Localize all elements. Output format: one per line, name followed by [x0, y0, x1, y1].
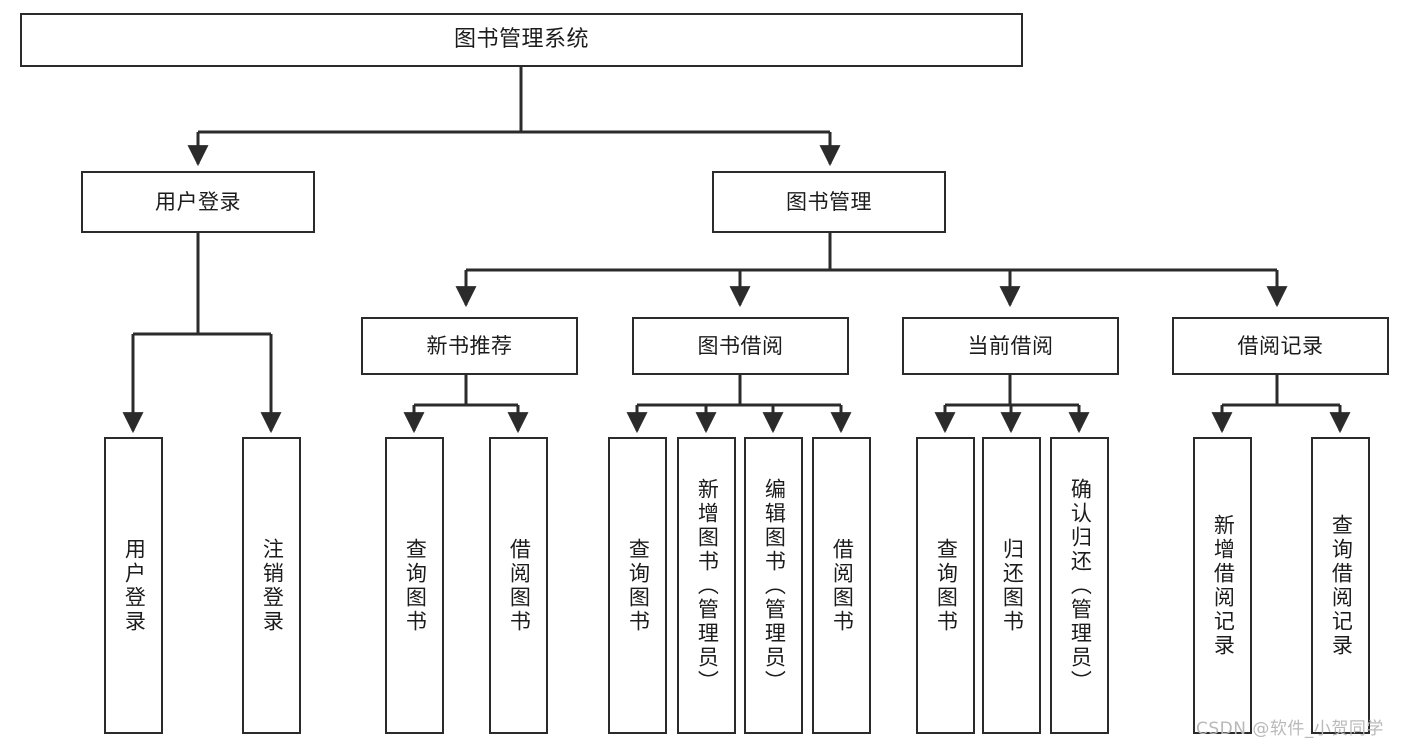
node-leaf-query-book-a-label: 查询图书 [403, 537, 428, 634]
node-new-book-rec-label: 新书推荐 [426, 333, 513, 358]
node-leaf-borrow-book-b-label: 借阅图书 [830, 537, 855, 634]
node-leaf-edit-book-label: 编辑图书（管理员） [762, 477, 787, 694]
node-leaf-query-book-c-label: 查询图书 [934, 537, 959, 634]
node-leaf-confirm-return[interactable]: 确认归还（管理员） [1050, 437, 1109, 734]
node-leaf-user-login[interactable]: 用户登录 [104, 437, 163, 734]
node-leaf-edit-book[interactable]: 编辑图书（管理员） [744, 437, 803, 734]
node-leaf-return-book-label: 归还图书 [1000, 537, 1025, 634]
node-leaf-borrow-book-a-label: 借阅图书 [507, 537, 532, 634]
node-leaf-logout-label: 注销登录 [260, 537, 285, 634]
node-book-borrow[interactable]: 图书借阅 [632, 317, 849, 375]
node-leaf-query-book-b[interactable]: 查询图书 [608, 437, 667, 734]
node-leaf-user-login-label: 用户登录 [122, 537, 147, 634]
node-leaf-borrow-book-a[interactable]: 借阅图书 [489, 437, 548, 734]
node-leaf-query-book-b-label: 查询图书 [626, 537, 651, 634]
node-current-borrow[interactable]: 当前借阅 [902, 317, 1119, 375]
node-leaf-add-record-label: 新增借阅记录 [1211, 513, 1236, 658]
node-leaf-query-book-a[interactable]: 查询图书 [385, 437, 444, 734]
node-leaf-confirm-return-label: 确认归还（管理员） [1068, 477, 1093, 694]
node-leaf-add-book-label: 新增图书（管理员） [695, 477, 720, 694]
node-borrow-record-label: 借阅记录 [1237, 333, 1324, 358]
node-leaf-query-book-c[interactable]: 查询图书 [916, 437, 975, 734]
node-leaf-logout[interactable]: 注销登录 [242, 437, 301, 734]
node-leaf-borrow-book-b[interactable]: 借阅图书 [812, 437, 871, 734]
node-user-login-label: 用户登录 [155, 189, 241, 214]
node-root-label: 图书管理系统 [453, 27, 589, 52]
node-leaf-query-record-label: 查询借阅记录 [1329, 513, 1354, 658]
node-user-login[interactable]: 用户登录 [81, 171, 315, 233]
node-book-borrow-label: 图书借阅 [697, 333, 784, 358]
node-root[interactable]: 图书管理系统 [20, 13, 1023, 67]
node-leaf-add-record[interactable]: 新增借阅记录 [1193, 437, 1252, 734]
node-leaf-query-record[interactable]: 查询借阅记录 [1311, 437, 1370, 734]
node-leaf-add-book[interactable]: 新增图书（管理员） [677, 437, 736, 734]
node-borrow-record[interactable]: 借阅记录 [1172, 317, 1389, 375]
node-current-borrow-label: 当前借阅 [967, 333, 1054, 358]
node-leaf-return-book[interactable]: 归还图书 [982, 437, 1041, 734]
node-new-book-rec[interactable]: 新书推荐 [361, 317, 578, 375]
node-book-manage[interactable]: 图书管理 [712, 171, 946, 233]
watermark-text: CSDN @软件_小贺同学 [1196, 719, 1384, 739]
node-book-manage-label: 图书管理 [786, 189, 872, 214]
